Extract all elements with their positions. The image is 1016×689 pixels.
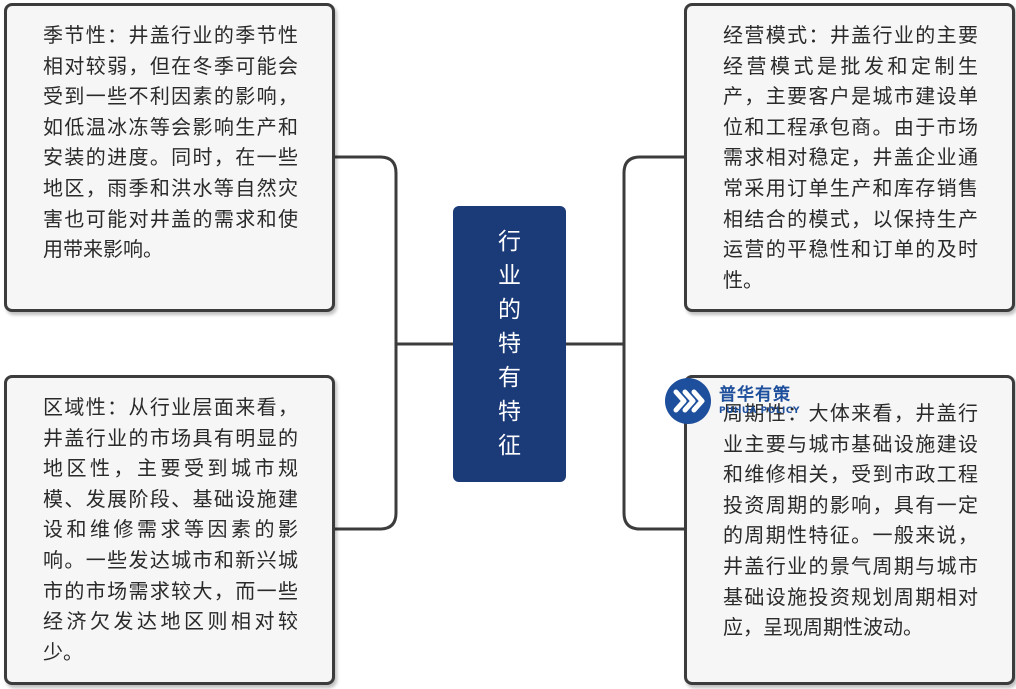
business-model-box: 经营模式：井盖行业的主要经营模式是批发和定制生产，主要客户是城市建设单位和工程承…: [684, 3, 1015, 312]
seasonality-box: 季节性：井盖行业的季节性相对较弱，但在冬季可能会受到一些不利因素的影响，如低温冰…: [4, 3, 335, 312]
regionality-text: 区域性：从行业层面来看，井盖行业的市场具有明显的地区性，主要受到城市规模、发展阶…: [43, 395, 298, 664]
logo-emblem-icon: [665, 378, 711, 424]
central-topic-node: 行业的特有特征: [453, 206, 566, 482]
connector-right-branch: [622, 155, 684, 531]
cyclicality-text: 周期性：大体来看，井盖行业主要与城市基础设施建设和维修相关，受到市政工程投资周期…: [723, 401, 978, 640]
seasonality-text: 季节性：井盖行业的季节性相对较弱，但在冬季可能会受到一些不利因素的影响，如低温冰…: [43, 23, 298, 262]
business-model-text: 经营模式：井盖行业的主要经营模式是批发和定制生产，主要客户是城市建设单位和工程承…: [723, 23, 978, 292]
central-topic-label: 行业的特有特征: [498, 229, 521, 459]
regionality-box: 区域性：从行业层面来看，井盖行业的市场具有明显的地区性，主要受到城市规模、发展阶…: [4, 375, 335, 685]
connector-left-branch: [335, 155, 398, 531]
logo-name-cn: 普华有策: [719, 385, 791, 405]
logo-name-en: PUHUA POLICY: [719, 406, 801, 416]
puhua-policy-logo: 普华有策 PUHUA POLICY: [663, 374, 813, 430]
cyclicality-box: 周期性：大体来看，井盖行业主要与城市基础设施建设和维修相关，受到市政工程投资周期…: [684, 375, 1015, 685]
